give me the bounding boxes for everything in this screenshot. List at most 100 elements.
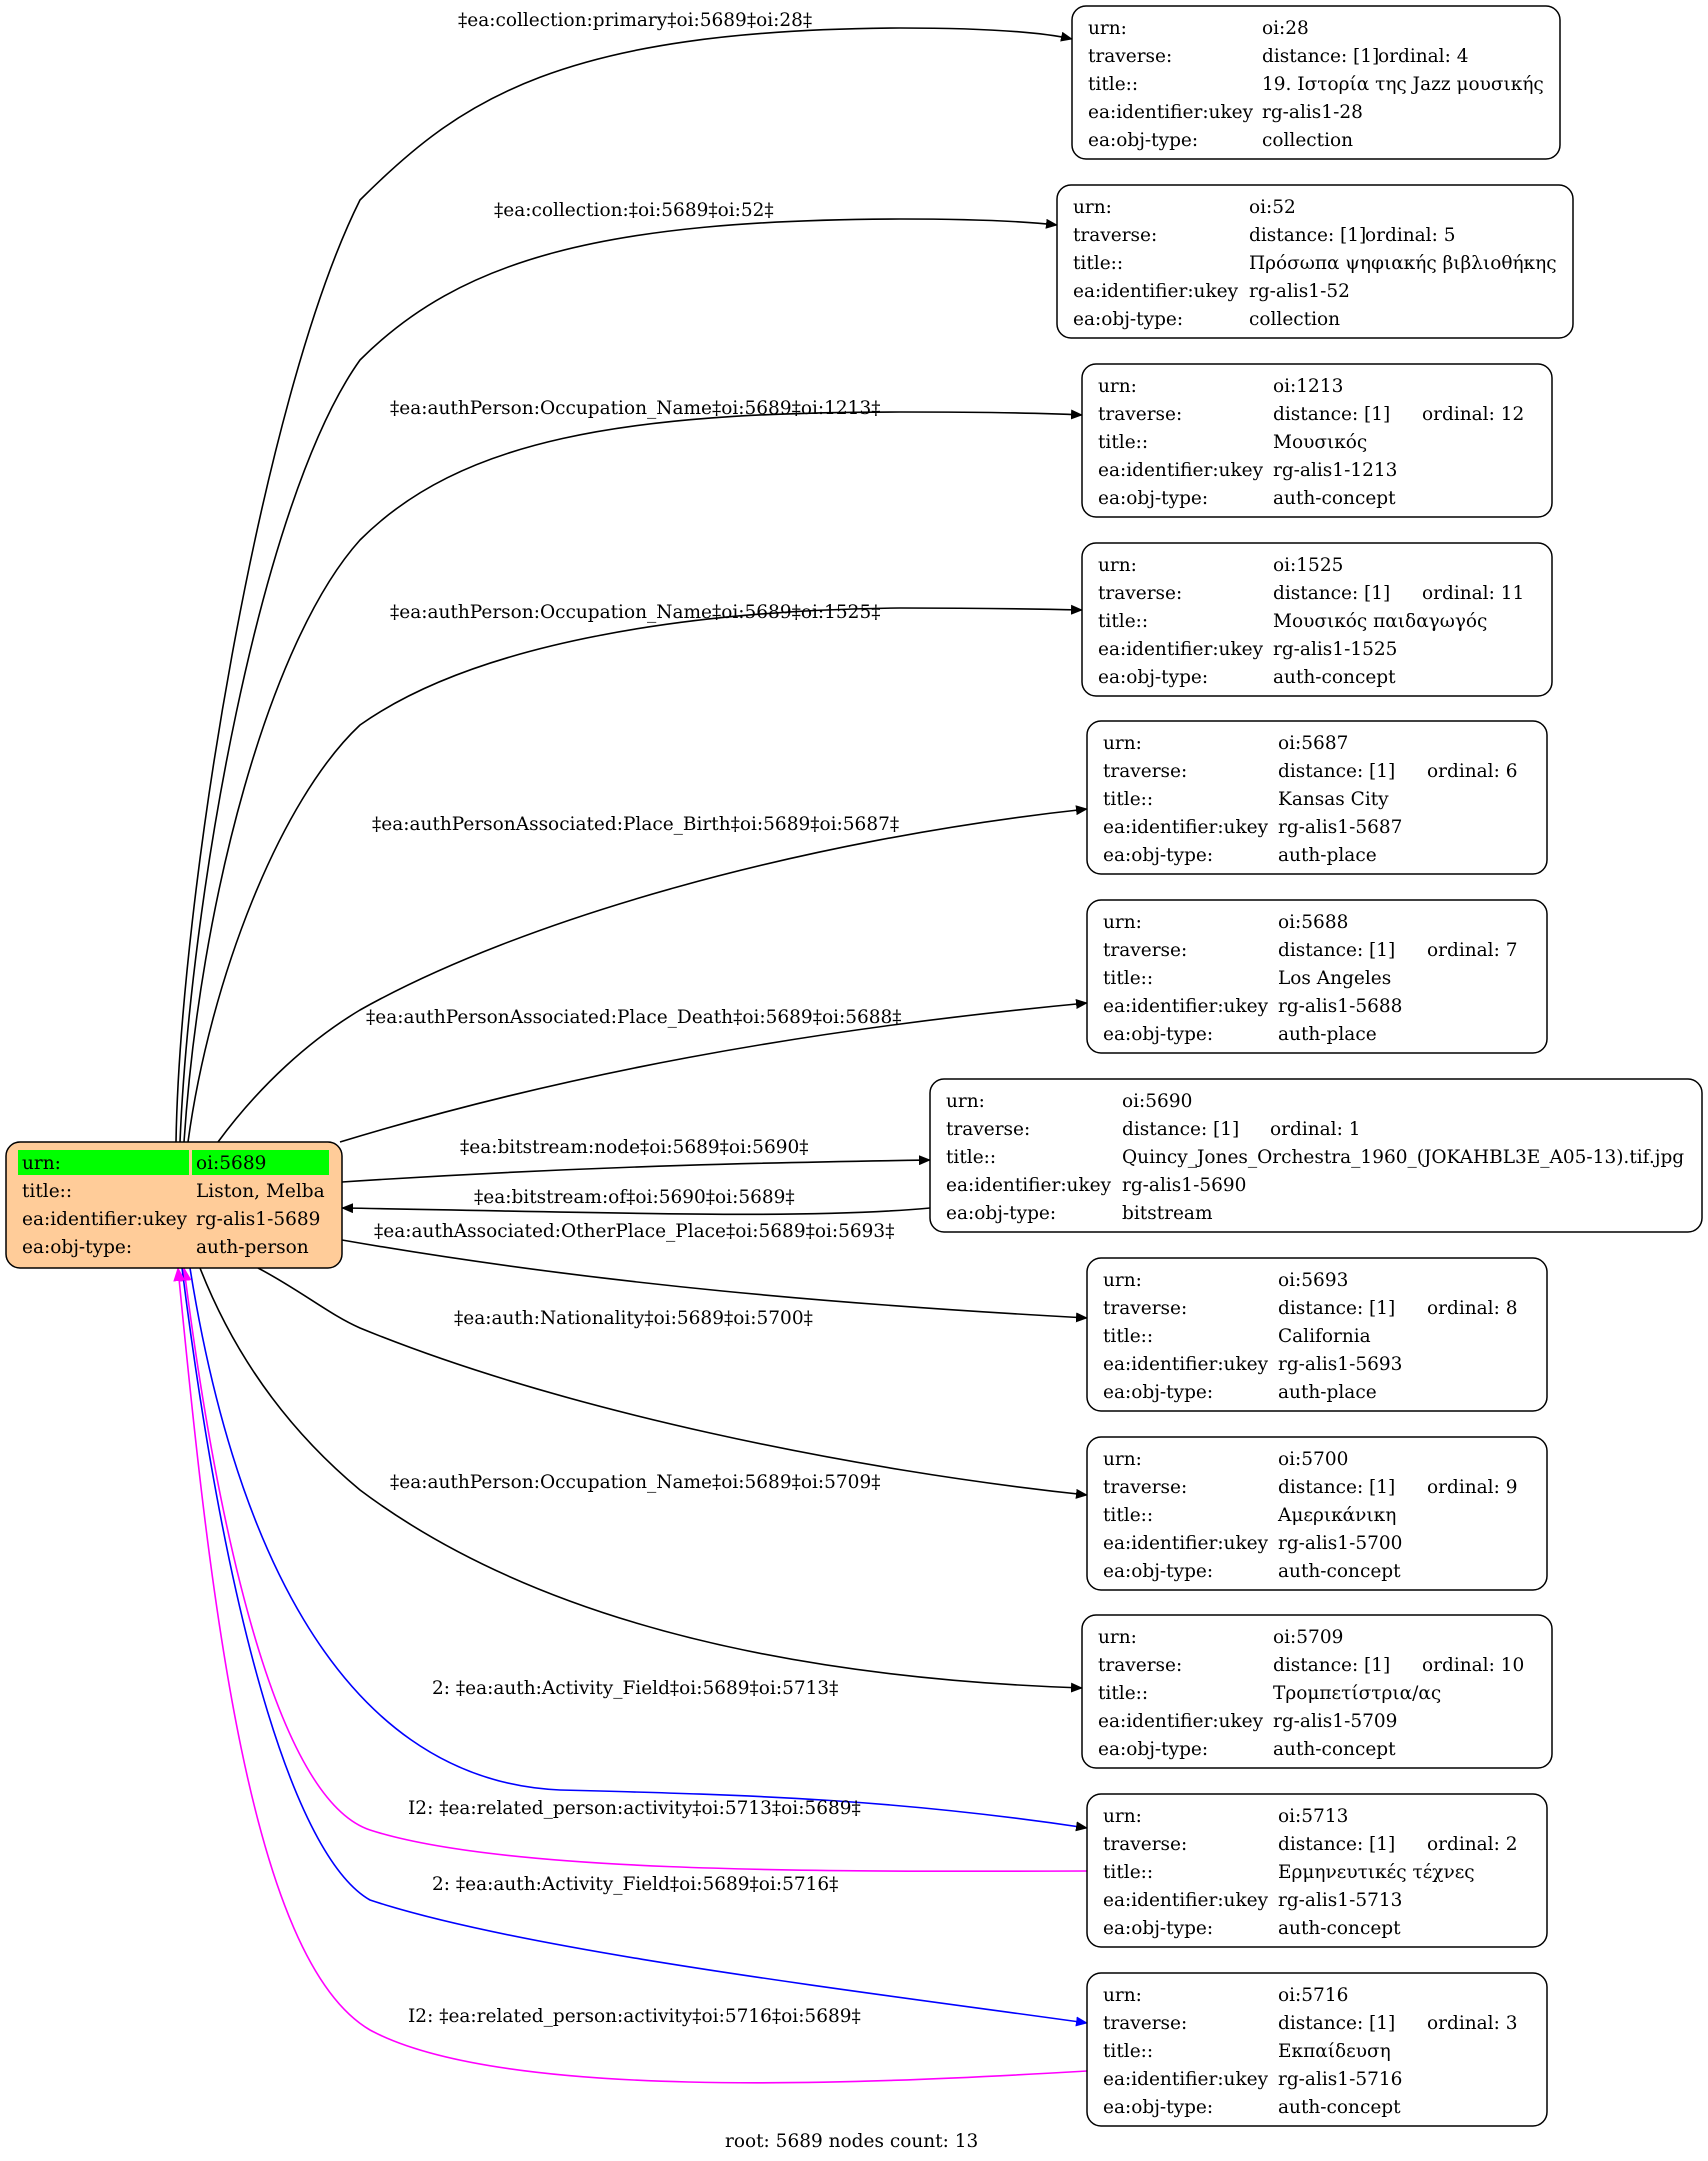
node-oi-5687[interactable]: urn:traverse:title::ea:identifier:ukeyea… [1086, 720, 1548, 875]
node-oi-5690[interactable]: urn:traverse:title::ea:identifier:ukeyea… [929, 1078, 1703, 1233]
edge-related-activity-5713[interactable] [179, 1267, 1088, 1873]
node-box [1086, 1972, 1548, 2127]
edge-collection-primary-28[interactable] [175, 27, 1073, 1143]
node-oi-5688[interactable]: urn:traverse:title::ea:identifier:ukeyea… [1086, 899, 1548, 1054]
node-urn: oi:5713 [1278, 1806, 1348, 1827]
node-distance: distance: [1] [1278, 761, 1395, 782]
edge-place-death-5688[interactable] [339, 999, 1088, 1143]
edge-label: ‡ea:authPerson:Occupation_Name‡oi:5689‡o… [390, 602, 880, 623]
node-field-label: ea:obj-type: [1103, 1918, 1213, 1939]
node-urn: oi:5716 [1278, 1985, 1348, 2006]
edge-place-birth-5687[interactable] [217, 805, 1088, 1143]
node-oi-52[interactable]: urn:traverse:title::ea:identifier:ukeyea… [1056, 184, 1574, 339]
node-field-label: ea:obj-type: [946, 1203, 1056, 1224]
node-field-label: title:: [1103, 2041, 1153, 2062]
edge-nationality-5700[interactable] [257, 1267, 1088, 1499]
node-field-label: urn: [1103, 733, 1142, 754]
node-title: Αμερικάνικη [1277, 1505, 1396, 1526]
node-ordinal: ordinal: 6 [1427, 761, 1518, 782]
node-oi-1525[interactable]: urn:traverse:title::ea:identifier:ukeyea… [1081, 542, 1553, 697]
node-title: Kansas City [1278, 789, 1389, 810]
node-box [1081, 1614, 1553, 1769]
node-distance: distance: [1] [1278, 1298, 1395, 1319]
node-distance: distance: [1] [1278, 940, 1395, 961]
node-field-label: ea:identifier:ukey [1103, 1354, 1269, 1375]
edge-collection-52[interactable] [179, 218, 1058, 1143]
node-field-label: traverse: [1103, 2013, 1187, 2034]
node-title: Ερμηνευτικές τέχνες [1278, 1862, 1475, 1883]
node-urn: oi:5690 [1122, 1091, 1192, 1112]
node-distance: distance: [1] [1273, 583, 1390, 604]
node-title: Quincy_Jones_Orchestra_1960_(JOKAHBL3E_A… [1122, 1147, 1684, 1168]
node-oi-5709[interactable]: urn:traverse:title::ea:identifier:ukeyea… [1081, 1614, 1553, 1769]
node-box [1086, 1793, 1548, 1948]
edge-label: I2: ‡ea:related_person:activity‡oi:5713‡… [408, 1798, 861, 1819]
node-field-label: urn: [1103, 1449, 1142, 1470]
node-ukey: rg-alis1-5700 [1278, 1533, 1402, 1554]
edge-occupation-1525[interactable] [187, 604, 1083, 1143]
edge-activity-field-5716[interactable] [181, 1267, 1088, 2027]
node-urn: oi:52 [1249, 197, 1296, 218]
node-ordinal: ordinal: 9 [1427, 1477, 1518, 1498]
edge-label: ‡ea:collection:‡oi:5689‡oi:52‡ [494, 200, 774, 221]
edge-related-activity-5716[interactable] [173, 1267, 1088, 2084]
node-field-label: traverse: [1098, 404, 1182, 425]
node-type: auth-concept [1278, 2097, 1401, 2118]
node-field-label: title:: [1098, 611, 1148, 632]
node-oi-1213[interactable]: urn:traverse:title::ea:identifier:ukeyea… [1081, 363, 1553, 518]
node-title: Los Angeles [1278, 968, 1391, 989]
edge-occupation-5709[interactable] [199, 1267, 1083, 1693]
edge-activity-field-5713[interactable] [189, 1267, 1088, 1832]
edge-label: ‡ea:collection:primary‡oi:5689‡oi:28‡ [458, 10, 812, 31]
edge-label: ‡ea:bitstream:of‡oi:5690‡oi:5689‡ [474, 1187, 795, 1208]
edge-occupation-1213[interactable] [183, 409, 1083, 1143]
node-box [1086, 899, 1548, 1054]
node-oi-5713[interactable]: urn:traverse:title::ea:identifier:ukeyea… [1086, 1793, 1548, 1948]
edge-label: ‡ea:auth:Nationality‡oi:5689‡oi:5700‡ [454, 1308, 813, 1329]
node-field-label: ea:identifier:ukey [1103, 996, 1269, 1017]
node-ordinal: ordinal: 12 [1422, 404, 1524, 425]
node-ukey: rg-alis1-28 [1262, 102, 1363, 123]
node-title: Μουσικός [1273, 432, 1367, 453]
node-field-label: urn: [1098, 1627, 1137, 1648]
node-field-label: ea:obj-type: [1103, 1024, 1213, 1045]
node-box [1071, 5, 1561, 160]
root-ukey-value: rg-alis1-5689 [196, 1209, 320, 1230]
node-oi-5716[interactable]: urn:traverse:title::ea:identifier:ukeyea… [1086, 1972, 1548, 2127]
node-type: auth-concept [1273, 667, 1396, 688]
node-field-label: traverse: [1073, 225, 1157, 246]
edge-label: ‡ea:authPersonAssociated:Place_Death‡oi:… [366, 1007, 902, 1028]
edge-label: 2: ‡ea:auth:Activity_Field‡oi:5689‡oi:57… [432, 1678, 838, 1699]
node-ukey: rg-alis1-5693 [1278, 1354, 1402, 1375]
node-field-label: urn: [1098, 376, 1137, 397]
node-field-label: urn: [1073, 197, 1112, 218]
node-field-label: title:: [1073, 253, 1123, 274]
node-type: bitstream [1122, 1203, 1213, 1224]
node-box [1086, 720, 1548, 875]
node-oi-5700[interactable]: urn:traverse:title::ea:identifier:ukeyea… [1086, 1436, 1548, 1591]
edge-labels: ‡ea:collection:primary‡oi:5689‡oi:28‡ ‡e… [366, 10, 902, 2027]
node-field-label: ea:identifier:ukey [1098, 460, 1264, 481]
node-field-label: title:: [1088, 74, 1138, 95]
node-type: auth-concept [1273, 1739, 1396, 1760]
node-oi-5693[interactable]: urn:traverse:title::ea:identifier:ukeyea… [1086, 1257, 1548, 1412]
edge-bitstream-node-5690[interactable] [341, 1155, 931, 1183]
node-oi-28[interactable]: urn:traverse:title::ea:identifier:ukeyea… [1071, 5, 1561, 160]
root-title-key: title:: [22, 1181, 72, 1202]
node-field-label: traverse: [1103, 1834, 1187, 1855]
node-box [1081, 363, 1553, 518]
edge-other-place-5693[interactable] [341, 1239, 1088, 1323]
edge-label: I2: ‡ea:related_person:activity‡oi:5716‡… [408, 2006, 861, 2027]
root-node[interactable]: urn: oi:5689 title:: Liston, Melba ea:id… [5, 1141, 343, 1269]
node-box [1086, 1257, 1548, 1412]
node-ukey: rg-alis1-5709 [1273, 1711, 1397, 1732]
node-field-label: title:: [1103, 1505, 1153, 1526]
node-box [1086, 1436, 1548, 1591]
edge-bitstream-of-5690[interactable] [341, 1203, 931, 1216]
edge-label: ‡ea:bitstream:node‡oi:5689‡oi:5690‡ [460, 1137, 809, 1158]
root-type-key: ea:obj-type: [22, 1237, 132, 1258]
node-field-label: title:: [946, 1147, 996, 1168]
node-field-label: ea:identifier:ukey [1098, 1711, 1264, 1732]
node-ukey: rg-alis1-5688 [1278, 996, 1402, 1017]
node-field-label: urn: [1103, 912, 1142, 933]
